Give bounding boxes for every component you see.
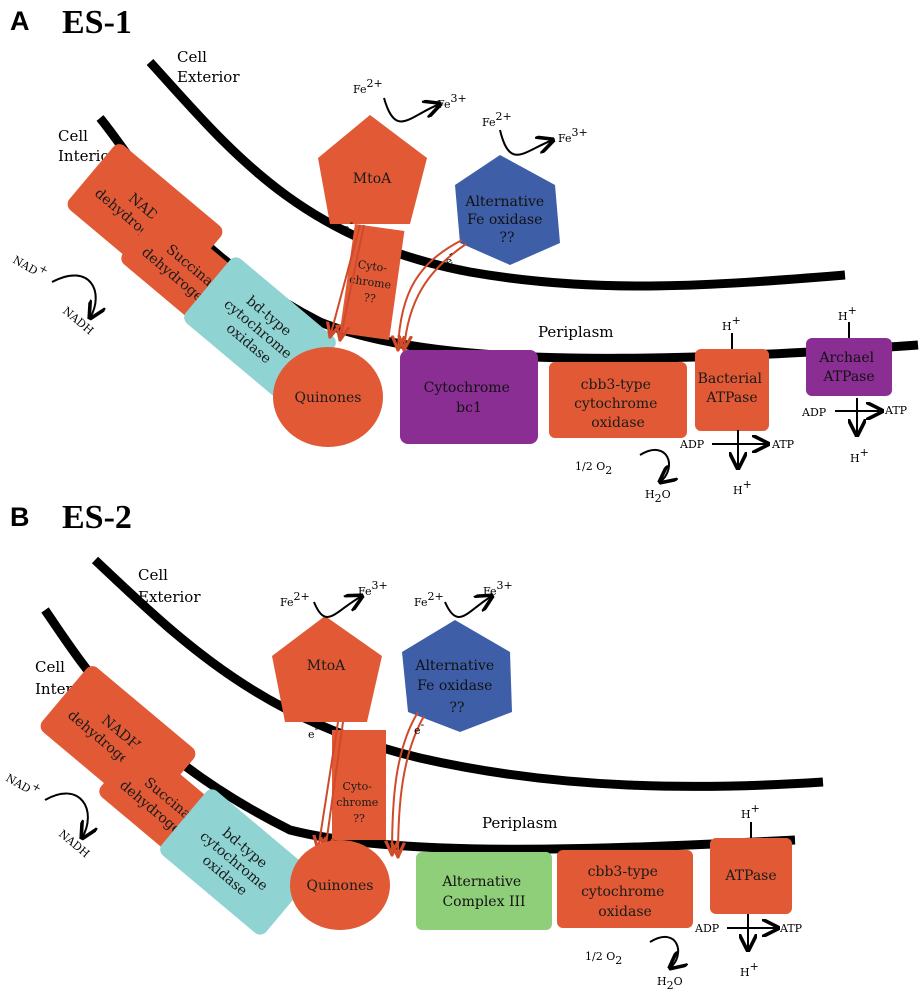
cell-exterior-label: Cell Exterior: [138, 566, 201, 606]
svg-text:cbb3-type cytochrome: cbb3-type cytochrome oxidase: [581, 864, 669, 920]
fe3-label: Fe3+: [558, 126, 588, 145]
nadh-label: NADH: [56, 827, 92, 860]
svg-text:Alternative Fe oxidase: Alternative Fe oxidase ??: [414, 658, 498, 716]
svg-text:ATPase: ATPase: [724, 868, 776, 884]
panel-b: B ES-2 Cell Exterior Cell Interior Perip…: [4, 499, 824, 992]
electron-flow-line: [398, 239, 463, 350]
mtoa: MtoA: [318, 115, 427, 224]
panel-a: A ES-1 Cell Exterior Cell Interior Perip…: [10, 4, 919, 505]
fe2-label: Fe2+: [482, 110, 512, 129]
atp-label: ATP: [779, 922, 803, 935]
svg-text:Cytochrome bc1: Cytochrome bc1: [424, 380, 515, 416]
outer-membrane: [91, 556, 824, 791]
cell-exterior-label: Cell Exterior: [177, 48, 240, 86]
electron-label: e-: [414, 718, 425, 737]
svg-text:H+: H+: [722, 314, 741, 333]
mtoa: MtoA: [272, 616, 382, 722]
atp-label: ATP: [884, 404, 908, 417]
alt-fe-arrow: [444, 596, 492, 618]
adp-label: ADP: [694, 922, 720, 935]
water-label: H2O: [645, 488, 671, 505]
nad-label: NAD+: [4, 766, 44, 800]
oxygen-label: 1/2 O2: [585, 950, 622, 967]
quinones: Quinones: [290, 840, 390, 930]
fe2-label: Fe2+: [280, 590, 310, 609]
cbb3-oxidase: cbb3-type cytochrome oxidase: [549, 362, 687, 438]
fe3-label: Fe3+: [358, 579, 388, 598]
svg-text:Quinones: Quinones: [307, 878, 374, 894]
fe2-label: Fe2+: [414, 590, 444, 609]
electron-flow-line: [404, 243, 467, 350]
panel-letter: B: [10, 502, 30, 532]
fe2-label: Fe2+: [353, 77, 383, 96]
alt-fe-arrow: [499, 129, 553, 156]
alt-fe-oxidase: Alternative Fe oxidase ??: [402, 620, 512, 732]
water-label: H2O: [657, 975, 683, 992]
electron-flow-line: [318, 721, 339, 850]
alt-fe-oxidase: Alternative Fe oxidase ??: [455, 155, 560, 265]
svg-text:Alternative Fe oxidase: Alternative Fe oxidase ??: [464, 194, 548, 246]
nad-to-nadh-arrow: [44, 792, 88, 838]
periplasm-label: Periplasm: [538, 323, 614, 341]
svg-text:H+: H+: [741, 802, 760, 821]
electron-flow-line: [398, 715, 425, 857]
mtoa-fe-arrow: [313, 596, 362, 618]
panel-title: ES-1: [62, 4, 132, 41]
complex-iii: Cytochrome bc1: [400, 350, 538, 444]
cytochrome-unknown: Cyto- chrome ??: [339, 224, 405, 340]
nadh-label: NADH: [60, 304, 96, 337]
svg-text:Bacterial ATPase: Bacterial ATPase: [698, 371, 767, 406]
svg-text:cbb3-type cytochrome: cbb3-type cytochrome oxidase: [574, 377, 662, 431]
cbb3-oxidase: cbb3-type cytochrome oxidase: [557, 850, 693, 928]
outer-membrane: [146, 58, 846, 291]
electron-flow-line: [325, 721, 344, 852]
electron-label: e-: [308, 722, 319, 741]
panel-letter: A: [10, 6, 30, 36]
atp-label: ATP: [771, 438, 795, 451]
fe3-label: Fe3+: [437, 92, 467, 111]
adp-label: ADP: [801, 406, 827, 419]
panel-title: ES-2: [62, 499, 132, 536]
electron-flow-line: [330, 224, 361, 337]
oxygen-label: 1/2 O2: [575, 460, 612, 477]
archael-atpase: Archael ATPase H+: [806, 304, 892, 396]
quinones: Quinones: [273, 347, 383, 447]
nad-label: NAD+: [11, 248, 51, 282]
atpase: ATPase H+: [710, 802, 792, 914]
svg-text:MtoA: MtoA: [353, 171, 392, 187]
adp-label: ADP: [679, 438, 705, 451]
svg-text:Cyto- chrome ?: Cyto- chrome ??: [346, 257, 397, 308]
complex-iii: Alternative Complex III: [416, 852, 552, 930]
electron-flow-line: [340, 224, 365, 340]
cytochrome-unknown: Cyto- chrome ??: [332, 730, 386, 840]
proton-label: H+: [733, 478, 752, 497]
svg-text:Quinones: Quinones: [295, 390, 362, 406]
oxygen-to-water-arrow: [639, 448, 669, 482]
svg-text:MtoA: MtoA: [307, 658, 346, 674]
fe3-label: Fe3+: [483, 579, 513, 598]
proton-label: H+: [850, 446, 869, 465]
bd-oxidase: bd-type cytochrome oxidase: [160, 789, 312, 935]
nad-to-nadh-arrow: [51, 274, 96, 318]
proton-label: H+: [740, 960, 759, 979]
electron-label: e-: [343, 216, 354, 235]
svg-text:Cyto- chrome ?: Cyto- chrome ??: [336, 780, 382, 825]
bacterial-atpase: Bacterial ATPase H+: [695, 314, 769, 431]
periplasm-label: Periplasm: [482, 814, 558, 832]
svg-text:Alternative Complex II: Alternative Complex III: [441, 874, 525, 910]
svg-text:Archael ATPase: Archael ATPase: [818, 350, 878, 385]
svg-text:H+: H+: [838, 304, 857, 323]
electron-flow-line: [392, 711, 419, 855]
oxygen-to-water-arrow: [649, 935, 678, 968]
mtoa-fe-arrow: [383, 97, 440, 123]
